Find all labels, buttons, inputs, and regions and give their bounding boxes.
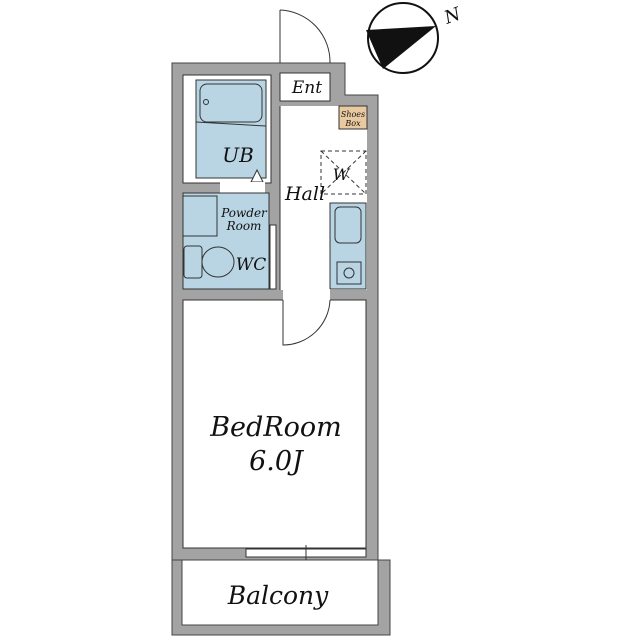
entrance-label: Ent [291,78,322,98]
shoes-box-label: Shoes [341,110,365,119]
powder-room-label-2: Room [226,219,262,233]
vanity-icon [182,195,218,237]
powder-room-label: Powder [220,206,268,220]
compass-icon [366,2,439,74]
washer-space [320,150,367,195]
washer-label: W [333,165,351,184]
wc-label: WC [236,255,266,275]
toilet-icon [201,246,235,278]
bedroom-size: 6.0J [249,446,305,477]
compass-north-label: N [441,3,465,29]
balcony [171,559,391,636]
shoes-box [338,105,368,130]
toilet-tank-icon [183,245,203,279]
shoes-box-label-2: Box [344,119,361,128]
ub-label: UB [222,143,254,167]
balcony-label: Balcony [227,581,329,610]
hall-label: Hall [284,183,325,205]
bedroom-label: BedRoom [209,412,342,443]
bathtub-icon [199,83,263,123]
bedroom [182,299,367,549]
sink-icon [334,206,362,244]
stove-icon [336,261,362,285]
entrance-area [279,72,331,102]
bedroom-door[interactable] [282,299,331,346]
